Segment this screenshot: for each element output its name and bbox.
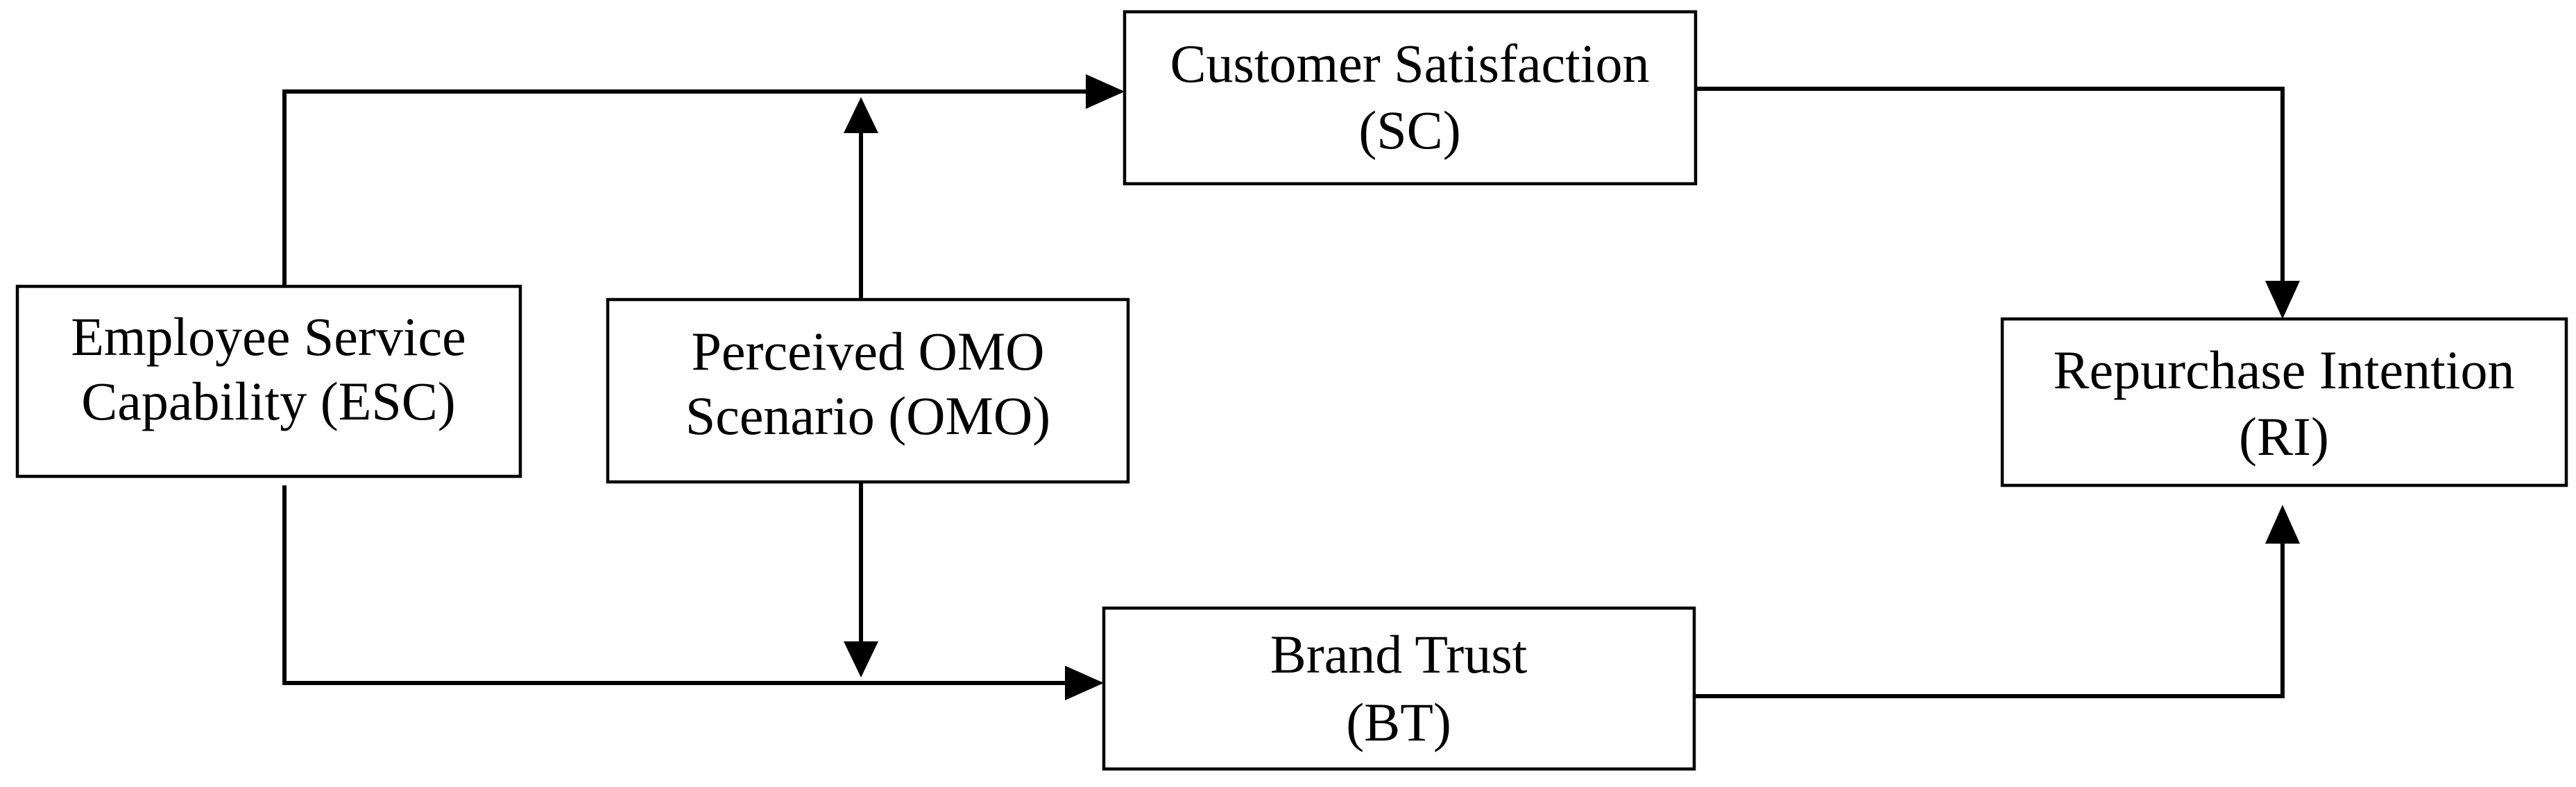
- node-esc: Employee Service Capability (ESC): [15, 284, 522, 478]
- node-bt-label-line1: Brand Trust: [1270, 624, 1528, 684]
- node-sc-box: [1123, 10, 1698, 186]
- node-ri: Repurchase Intention (RI): [2000, 317, 2568, 487]
- node-ri-label-line1: Repurchase Intention: [2054, 340, 2515, 400]
- arrowhead-to-ri-top: [2265, 281, 2300, 319]
- edge-esc-to-sc: [282, 89, 1086, 286]
- node-omo-label-line2: Scenario (OMO): [685, 386, 1050, 446]
- node-sc: Customer Satisfaction (SC): [1123, 10, 1698, 186]
- node-esc-label-line1: Employee Service: [71, 306, 466, 367]
- node-esc-box: [15, 284, 522, 478]
- connectors: [282, 74, 2300, 700]
- node-omo-label-line1: Perceived OMO: [691, 321, 1044, 381]
- edge-sc-to-ri: [1696, 87, 2285, 281]
- node-esc-label-line2: Capability (ESC): [81, 371, 455, 431]
- arrowhead-omo-down: [844, 641, 878, 677]
- edge-bt-to-ri: [1694, 544, 2285, 698]
- node-omo: Perceived OMO Scenario (OMO): [606, 297, 1130, 484]
- arrowhead-to-ri-bottom: [2265, 505, 2300, 544]
- arrowhead-to-sc: [1086, 74, 1125, 109]
- node-ri-box: [2000, 317, 2568, 487]
- edge-esc-to-bt: [282, 485, 1065, 685]
- node-bt: Brand Trust (BT): [1102, 606, 1696, 771]
- node-bt-label-line2: (BT): [1346, 692, 1451, 752]
- node-sc-label-line2: (SC): [1358, 100, 1460, 160]
- arrowhead-omo-up: [844, 97, 878, 133]
- node-omo-box: [606, 297, 1130, 484]
- node-sc-label-line1: Customer Satisfaction: [1170, 33, 1649, 94]
- arrowhead-to-bt: [1065, 666, 1104, 700]
- node-ri-label-line2: (RI): [2239, 406, 2329, 467]
- node-bt-box: [1102, 606, 1696, 771]
